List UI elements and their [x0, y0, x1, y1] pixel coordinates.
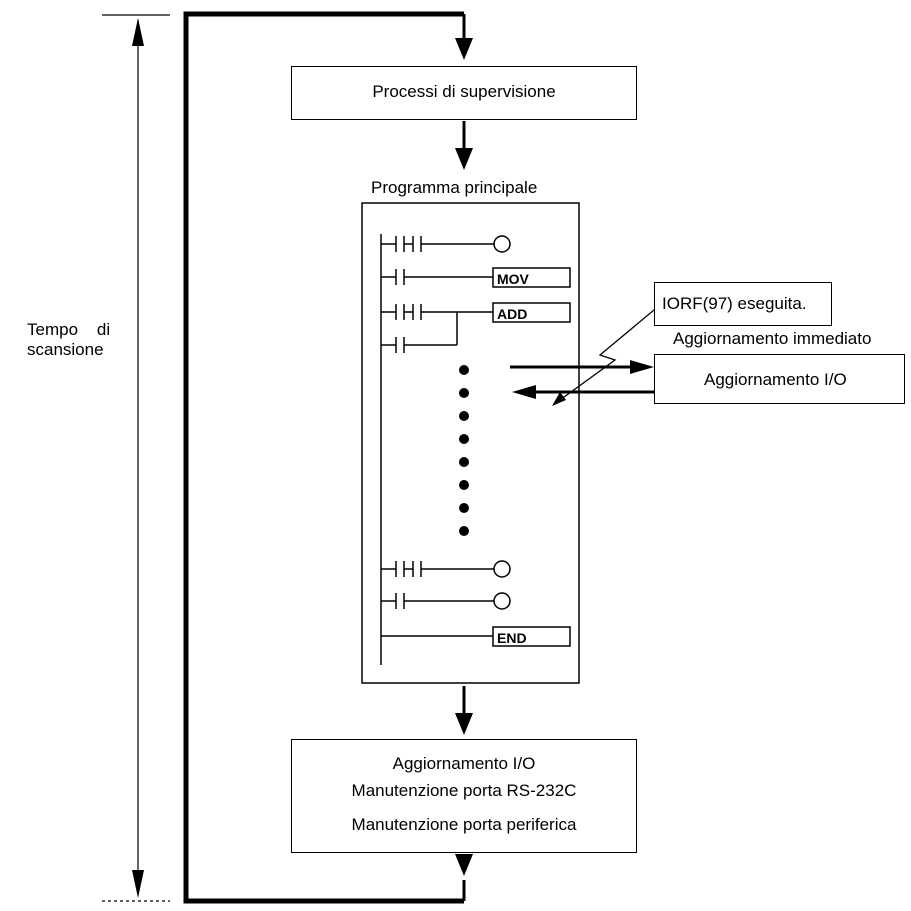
mov-instruction-box: [492, 267, 571, 288]
supervision-box: Processi di supervisione: [291, 66, 637, 120]
io-maintenance-line3: Manutenzione porta periferica: [351, 815, 577, 834]
rung-end: [381, 626, 571, 647]
rung-3: [381, 302, 571, 353]
end-label: END: [497, 630, 527, 646]
cycle-loop-line: [183, 11, 473, 904]
io-refresh-box: Aggiornamento I/O: [654, 354, 905, 404]
ellipsis-dots: [459, 365, 469, 536]
mov-label: MOV: [497, 271, 529, 287]
scan-time-label-line2: scansione: [27, 340, 104, 359]
output-coil-icon: [493, 560, 511, 578]
main-program-box: [361, 202, 580, 684]
main-program-title: Programma principale: [371, 178, 538, 197]
scan-time-label-line1: Tempo di: [27, 320, 111, 339]
output-coil-icon: [493, 235, 511, 253]
end-instruction-box: [492, 626, 571, 647]
io-maintenance-line1: Aggiornamento I/O: [392, 754, 536, 773]
ladder-diagram: [380, 234, 571, 665]
output-coil-icon: [493, 592, 511, 610]
rung-lower-2: [381, 592, 511, 610]
io-maintenance-box: Aggiornamento I/O Manutenzione porta RS-…: [291, 739, 637, 853]
lightning-callout-icon: [552, 304, 661, 406]
rung-2: [381, 267, 571, 288]
supervision-label: Processi di supervisione: [372, 82, 556, 101]
io-refresh-label: Aggiornamento I/O: [704, 370, 847, 389]
scan-time-dimension: [102, 14, 170, 902]
arrow-to-io-refresh: [455, 686, 473, 735]
iorf-callout-box: IORF(97) eseguita.: [654, 282, 832, 326]
arrow-to-main-program: [455, 121, 473, 170]
io-exchange-arrows: [510, 360, 654, 399]
rung-lower-1: [381, 560, 511, 578]
add-instruction-box: [492, 302, 571, 323]
iorf-callout-label: IORF(97) eseguita.: [662, 294, 807, 313]
io-maintenance-line2: Manutenzione porta RS-232C: [351, 781, 577, 800]
scan-time-label: Tempo di scansione: [27, 320, 110, 360]
add-label: ADD: [497, 306, 528, 322]
rung-1: [381, 235, 511, 253]
immediate-refresh-title: Aggiornamento immediato: [673, 329, 872, 348]
